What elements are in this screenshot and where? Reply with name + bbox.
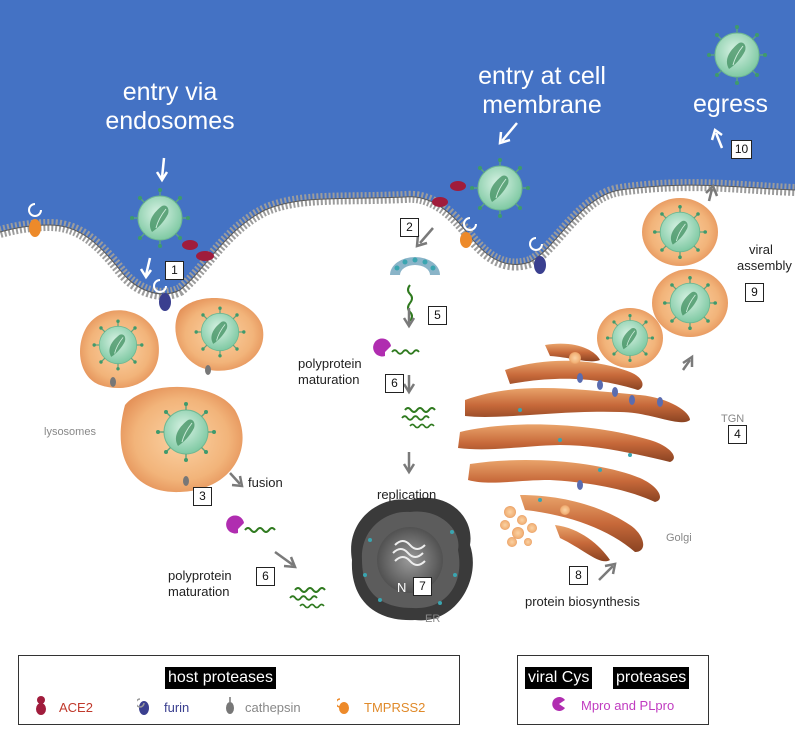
label-entry-endosomes-line2: endosomes bbox=[105, 107, 235, 135]
label-entry-at-cell-membrane: entry at cell membrane bbox=[462, 62, 622, 120]
label-entry-membrane-line2: membrane bbox=[482, 91, 602, 119]
virion-endosome-entry bbox=[129, 187, 191, 249]
label-protein-biosynthesis: protein biosynthesis bbox=[525, 594, 640, 609]
polyprotein-top bbox=[373, 338, 436, 429]
extracellular-space bbox=[0, 0, 795, 294]
step-5: 5 bbox=[428, 306, 447, 325]
virion-egress bbox=[706, 24, 768, 86]
legend-tmprss2: TMPRSS2 bbox=[364, 700, 426, 715]
furin-icon bbox=[137, 698, 149, 715]
label-er: ER bbox=[425, 613, 441, 625]
label-viral-assembly-line1: viral bbox=[749, 242, 773, 257]
label-polyprotein-maturation-bottom: polyprotein maturation bbox=[168, 568, 232, 600]
endosomes bbox=[80, 298, 264, 493]
legend-cathepsin: cathepsin bbox=[245, 700, 301, 715]
label-entry-membrane-line1: entry at cell bbox=[478, 62, 606, 90]
polyprotein-bottom bbox=[226, 515, 326, 609]
label-lysosomes: lysosomes bbox=[44, 426, 96, 438]
step-4: 4 bbox=[728, 425, 747, 444]
label-viral-assembly: viral assembly bbox=[737, 242, 792, 274]
label-polyprotein-maturation-top: polyprotein maturation bbox=[298, 356, 362, 388]
cathepsin-icon bbox=[226, 697, 234, 714]
assembly-vesicles bbox=[597, 198, 728, 368]
step-1: 1 bbox=[165, 261, 184, 280]
pacman-protease-icon bbox=[552, 697, 565, 711]
step-2: 2 bbox=[400, 218, 419, 237]
step-10: 10 bbox=[731, 140, 752, 159]
label-nucleus: N bbox=[397, 580, 407, 595]
step-9: 9 bbox=[745, 283, 764, 302]
golgi-apparatus bbox=[458, 343, 690, 562]
legend-ace2: ACE2 bbox=[59, 700, 93, 715]
label-egress: egress bbox=[693, 90, 769, 118]
label-viral-assembly-line2: assembly bbox=[737, 258, 792, 273]
label-entry-via-endosomes: entry via endosomes bbox=[100, 78, 240, 136]
label-tgn: TGN bbox=[721, 413, 745, 425]
nucleus-er bbox=[351, 497, 473, 621]
legend-host-title: host proteases bbox=[165, 667, 276, 689]
label-entry-endosomes-line1: entry via bbox=[122, 78, 218, 106]
virion-membrane-entry bbox=[469, 157, 531, 219]
step-8: 8 bbox=[569, 566, 588, 585]
step-3: 3 bbox=[193, 487, 212, 506]
label-replication: replication bbox=[377, 487, 437, 502]
label-fusion: fusion bbox=[248, 475, 283, 490]
tmprss2-icon bbox=[337, 698, 349, 714]
membrane-receptors bbox=[28, 181, 546, 311]
rna-release bbox=[390, 257, 440, 322]
arrows bbox=[139, 122, 724, 581]
legend-mpro-plpro: Mpro and PLpro bbox=[581, 698, 675, 713]
step-6-bottom: 6 bbox=[256, 567, 275, 586]
legend-furin: furin bbox=[164, 700, 190, 715]
ribosome-vesicles bbox=[500, 505, 570, 547]
label-polyprotein-bottom-line2: maturation bbox=[168, 584, 230, 599]
step-6-top: 6 bbox=[385, 374, 404, 393]
label-polyprotein-bottom-line1: polyprotein bbox=[168, 568, 232, 583]
legend-host-proteases: host proteases ACE2 furin cathepsin TMPR… bbox=[18, 655, 460, 725]
label-golgi: Golgi bbox=[666, 532, 692, 544]
label-polyprotein-top-line1: polyprotein bbox=[298, 356, 362, 371]
legend-viral-title-part1: viral Cys bbox=[525, 667, 593, 689]
legend-viral-proteases: viral Cys proteases Mpro and PLpro bbox=[517, 655, 709, 725]
ace2-icon bbox=[36, 696, 46, 715]
legend-viral-title-part2: proteases bbox=[613, 667, 690, 689]
step-7: 7 bbox=[413, 577, 432, 596]
label-polyprotein-top-line2: maturation bbox=[298, 372, 360, 387]
